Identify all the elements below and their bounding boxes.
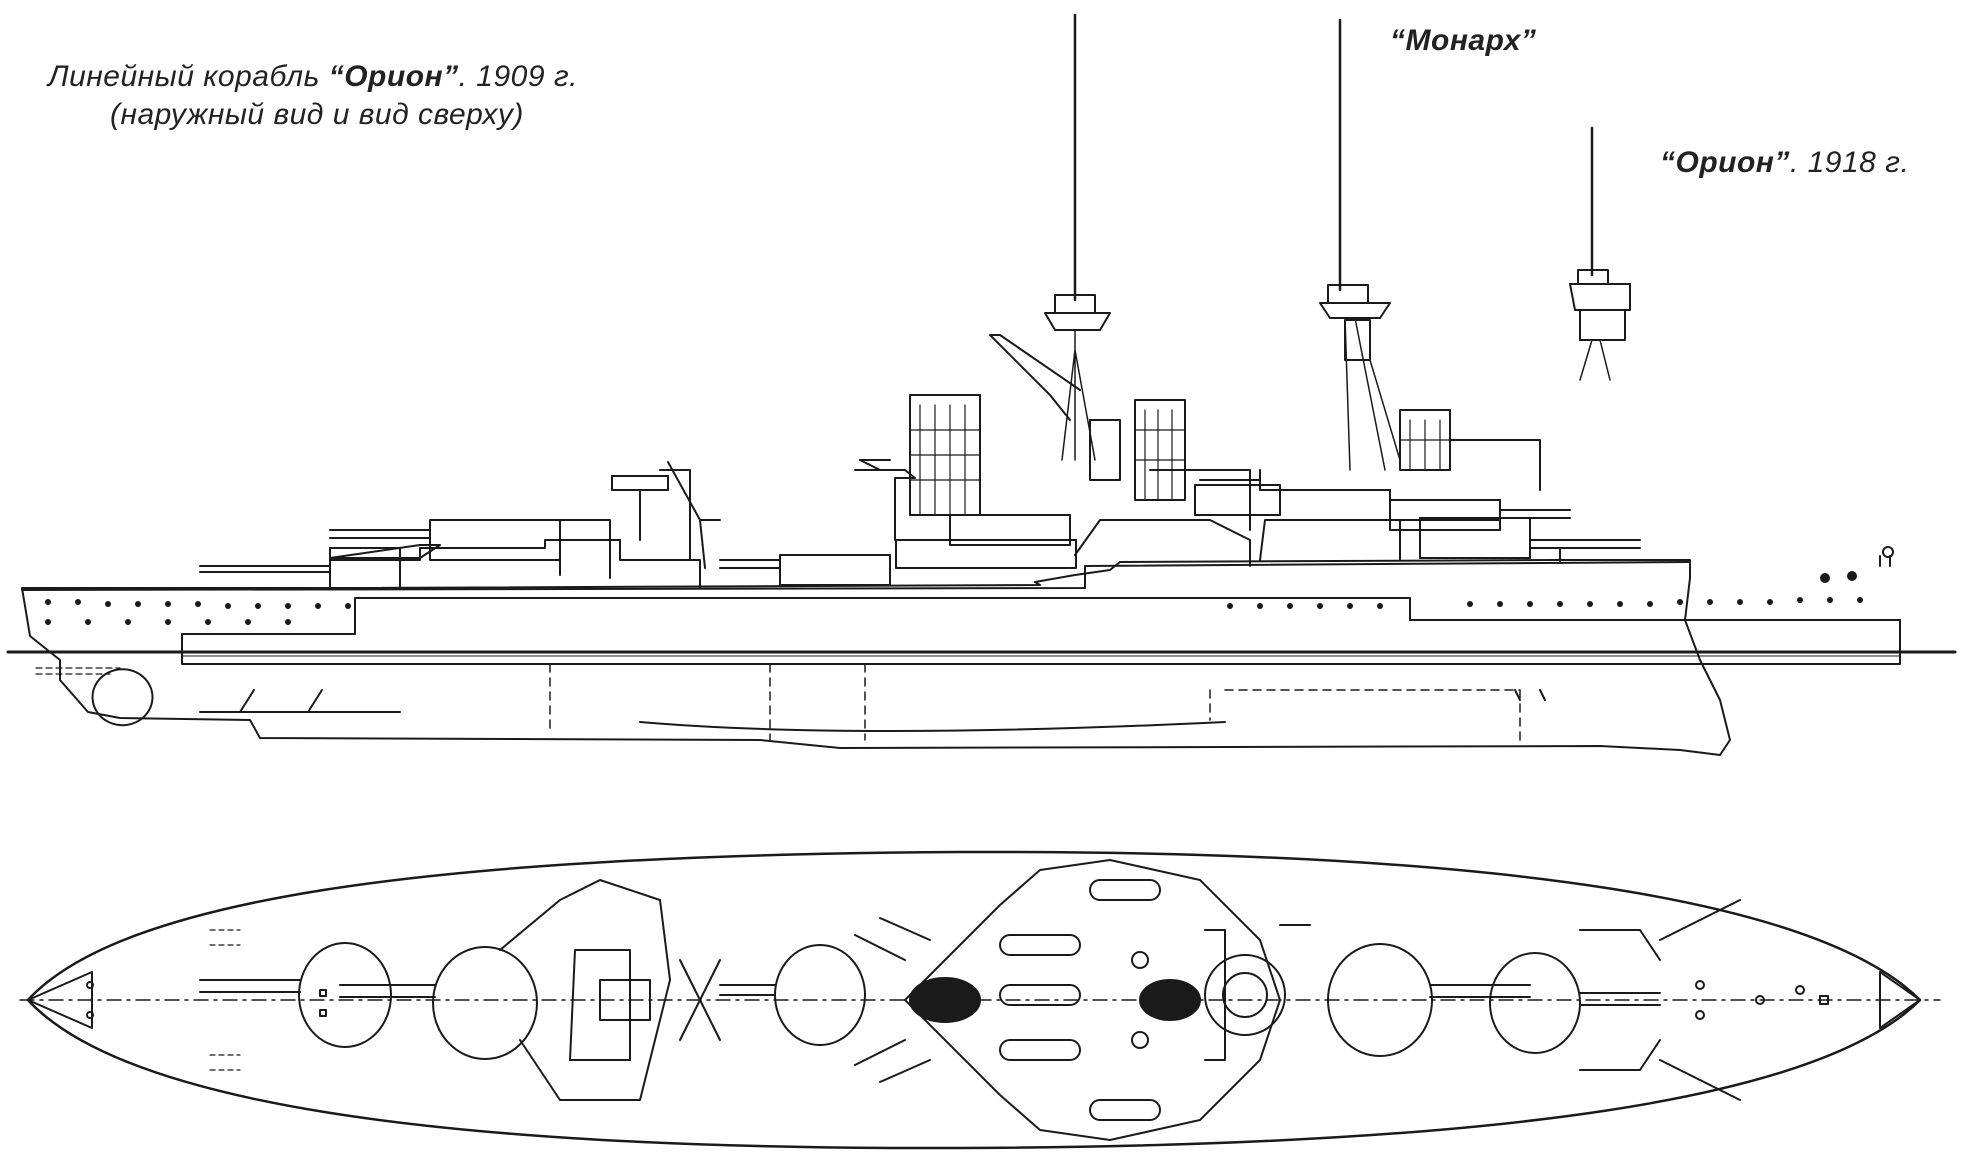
underwater-dashed-outline — [550, 664, 1520, 730]
midship-turret-plan — [720, 945, 865, 1045]
turret-a — [1420, 518, 1530, 558]
side-profile-view — [8, 15, 1955, 755]
midship-turret — [720, 460, 915, 585]
stern-point — [28, 972, 92, 1028]
stern-dashed-lines — [36, 668, 120, 674]
orion-1918-mast-label: “Орион”. 1918 г. — [1660, 144, 1909, 182]
main-caption: Линейный корабль “Орион”. 1909 г. (наруж… — [48, 58, 578, 134]
bow-markings — [1515, 690, 1545, 700]
main-caption-ship-name: “Орион” — [328, 60, 459, 93]
deck-fittings-plan — [87, 930, 1828, 1070]
armour-belt — [182, 598, 1900, 664]
aft-superstructure-plan — [500, 880, 720, 1100]
portholes — [45, 571, 1863, 625]
aft-turrets-plan — [200, 943, 537, 1059]
underwater-compartment-lines — [770, 664, 1520, 740]
central-superstructure — [860, 335, 1260, 568]
boat-crane — [990, 335, 1080, 420]
bilge-keel — [640, 722, 1225, 731]
aft-turret-x — [330, 548, 400, 588]
aft-superfiring-guns — [330, 530, 430, 538]
bow-point — [1880, 972, 1920, 1028]
bridge-plan — [1205, 925, 1310, 1060]
orion-1918-mast — [1570, 128, 1630, 380]
foremast — [1045, 15, 1120, 480]
main-caption-subtitle: (наружный вид и вид сверху) — [110, 98, 524, 131]
aft-superstructure — [200, 462, 720, 588]
forward-turrets-plan — [1328, 900, 1740, 1100]
turret-b — [1390, 500, 1500, 530]
propeller-shafts — [200, 690, 400, 712]
bow-hawse — [1883, 547, 1893, 557]
midship-boat-deck-plan — [855, 860, 1280, 1140]
stern-propeller-guard — [93, 669, 153, 725]
monarch-mast — [1320, 20, 1400, 470]
monarch-mast-label: “Монарх” — [1390, 24, 1537, 57]
hull-outline — [22, 560, 1730, 755]
orion-1918-name: “Орион” — [1660, 146, 1790, 179]
orion-1918-year: . 1918 г. — [1789, 146, 1910, 179]
aft-turret-guns — [200, 566, 330, 572]
main-caption-year: . 1909 г. — [458, 60, 579, 93]
funnel-fore — [1135, 400, 1185, 500]
top-plan-view — [20, 852, 1940, 1148]
main-caption-prefix: Линейный корабль — [48, 60, 329, 93]
forward-superstructure — [1195, 410, 1640, 562]
main-deck-line — [22, 562, 1690, 590]
